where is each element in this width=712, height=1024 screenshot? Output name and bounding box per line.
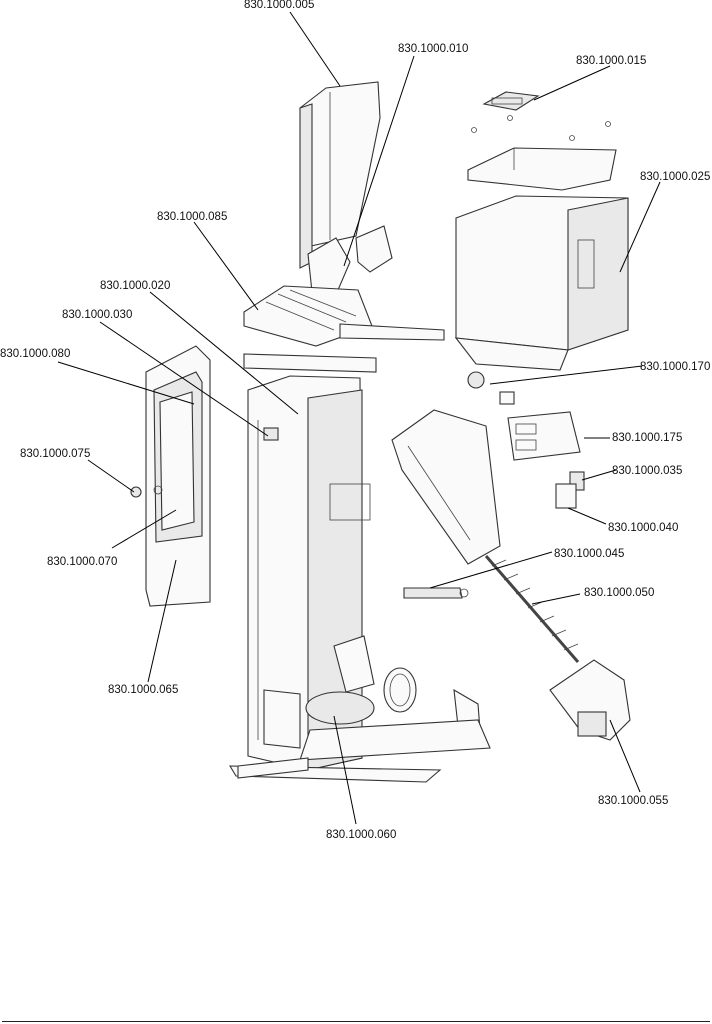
part-burner-060 [305,635,481,731]
part-shaft-045 [403,587,469,599]
footer-rule [2,1021,710,1022]
callout-830-1000-030: 830.1000.030 [62,309,132,321]
callout-830-1000-055: 830.1000.055 [598,795,668,807]
callout-830-1000-050: 830.1000.050 [584,587,654,599]
callout-830-1000-015: 830.1000.015 [576,55,646,67]
part-heat-exchanger-085 [243,285,445,347]
callout-830-1000-060: 830.1000.060 [326,829,396,841]
part-hopper-025 [454,195,629,371]
callout-labels: 830.1000.005 830.1000.010 830.1000.015 8… [0,0,710,841]
callout-830-1000-035: 830.1000.035 [612,465,682,477]
callout-830-1000-080: 830.1000.080 [0,348,70,360]
callout-830-1000-065: 830.1000.065 [108,684,178,696]
callout-830-1000-070: 830.1000.070 [47,556,117,568]
part-control-board-015 [471,91,611,141]
part-bracket-010 [307,225,393,293]
callout-830-1000-170: 830.1000.170 [640,361,710,373]
part-base-plate [229,689,491,783]
part-plate-040 [555,483,577,509]
callout-830-1000-020: 830.1000.020 [100,280,170,292]
part-door-065 [130,345,211,607]
part-motor-170 [467,371,515,405]
callout-830-1000-085: 830.1000.085 [157,211,227,223]
part-controller-175 [507,411,581,461]
part-hopper-lid [467,147,617,191]
callout-830-1000-045: 830.1000.045 [554,548,624,560]
callout-830-1000-075: 830.1000.075 [20,448,90,460]
callout-830-1000-005: 830.1000.005 [244,0,314,11]
part-hinge-bracket-030 [263,427,279,441]
part-feed-chute [391,409,501,565]
callout-830-1000-040: 830.1000.040 [608,522,678,534]
part-drawings [130,81,631,783]
part-auger-050 [484,555,580,663]
leader-lines [57,11,661,825]
callout-830-1000-175: 830.1000.175 [612,432,682,444]
part-gear-motor-055 [549,659,631,741]
part-top-cover-005 [299,81,381,269]
callout-830-1000-025: 830.1000.025 [640,171,710,183]
callout-830-1000-010: 830.1000.010 [398,43,468,55]
